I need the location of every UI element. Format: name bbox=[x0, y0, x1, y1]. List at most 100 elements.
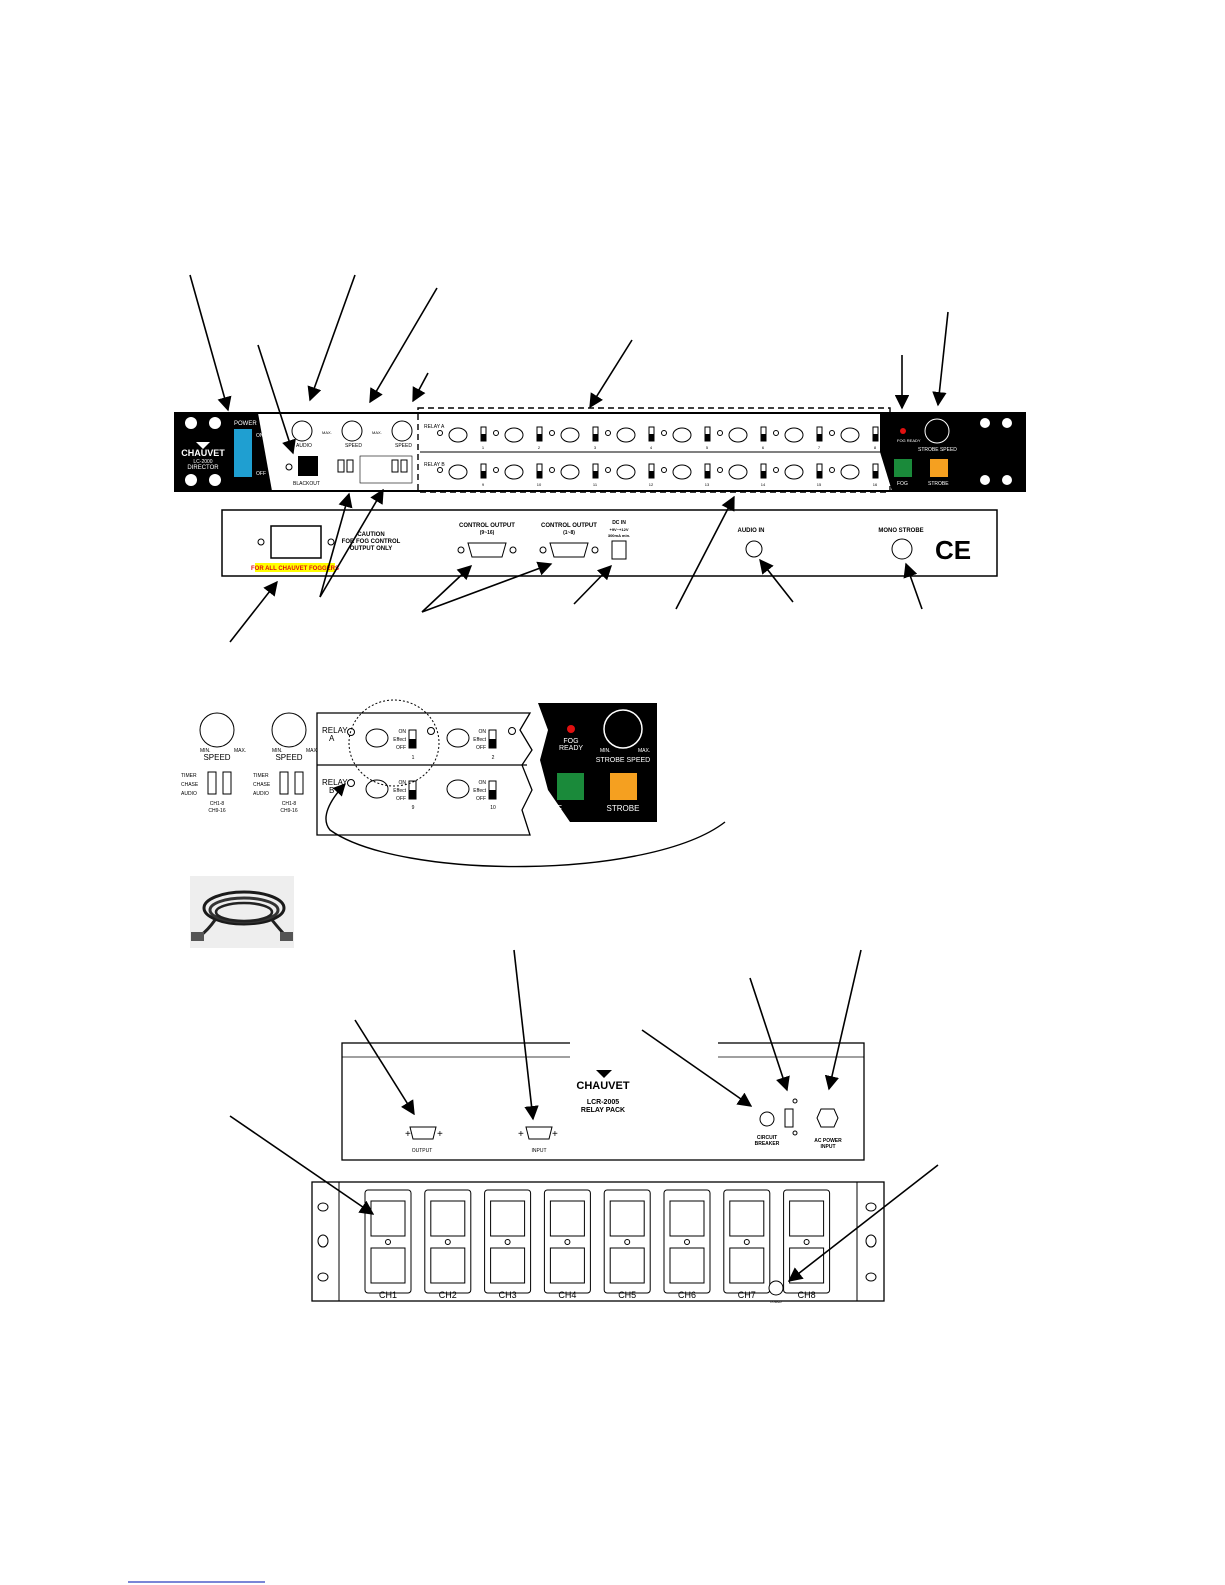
detail-highlight-circle bbox=[348, 699, 440, 787]
control-output-1-8-port[interactable] bbox=[549, 542, 589, 558]
detail-ch1-button[interactable] bbox=[365, 728, 389, 748]
control-output-9-16-port[interactable] bbox=[467, 542, 507, 558]
relay-channel-button[interactable] bbox=[616, 464, 636, 480]
relay-power-switch[interactable] bbox=[784, 1108, 794, 1128]
relay-outlet-top[interactable] bbox=[430, 1200, 466, 1237]
relay-outlet-bottom[interactable] bbox=[789, 1247, 825, 1284]
relay-channel-number: 13 bbox=[705, 482, 710, 487]
mono-strobe-jack[interactable] bbox=[891, 538, 913, 560]
ac-power-input[interactable] bbox=[816, 1108, 839, 1128]
relay-channel-button[interactable] bbox=[448, 464, 468, 480]
mode-switch[interactable] bbox=[337, 459, 345, 473]
speed-knob-2-label: SPEED bbox=[395, 443, 412, 449]
relay-outlet-bottom[interactable] bbox=[430, 1247, 466, 1284]
relay-channel-button[interactable] bbox=[616, 427, 636, 443]
detail-speed-knob-2[interactable] bbox=[271, 712, 307, 748]
rack-hole-icon bbox=[185, 474, 197, 486]
detail-relay-b-2: B bbox=[329, 786, 334, 795]
detail-zoom: MIN. MAX. SPEED MIN. MAX. SPEED TIMER CH… bbox=[181, 699, 726, 868]
relay-input-port[interactable] bbox=[525, 1126, 553, 1140]
strobe-speed-knob[interactable] bbox=[924, 418, 950, 444]
db9-connector-icon bbox=[280, 932, 293, 941]
speed-knob-1[interactable] bbox=[341, 420, 363, 442]
relay-channel-button[interactable] bbox=[560, 427, 580, 443]
detail-strobe-button[interactable] bbox=[610, 773, 637, 800]
detail-ch9-button[interactable] bbox=[365, 779, 389, 799]
relay-channel-button[interactable] bbox=[728, 464, 748, 480]
relay-switch-lever bbox=[817, 471, 822, 478]
blackout-button[interactable] bbox=[298, 456, 318, 476]
detail-timer-label: TIMER bbox=[253, 773, 269, 779]
relay-channel-button[interactable] bbox=[728, 427, 748, 443]
relay-led bbox=[493, 467, 499, 473]
relay-output-port[interactable] bbox=[409, 1126, 437, 1140]
relay-led bbox=[773, 467, 779, 473]
relay-pack-model: LCR-2005 bbox=[587, 1099, 619, 1106]
relay-pack-brand: CHAUVET bbox=[576, 1080, 629, 1092]
relay-channel-button[interactable] bbox=[560, 464, 580, 480]
relay-channel-button[interactable] bbox=[672, 427, 692, 443]
control-output-9-16-range: (9~16) bbox=[480, 530, 495, 536]
relay-channel-number: 9 bbox=[482, 482, 485, 487]
relay-outlet-bottom[interactable] bbox=[609, 1247, 645, 1284]
relay-switch-lever bbox=[593, 434, 598, 441]
detail-effect: Effect bbox=[473, 788, 486, 794]
detail-ch2-button[interactable] bbox=[446, 728, 470, 748]
detail-ch10-button[interactable] bbox=[446, 779, 470, 799]
relay-channel-button[interactable] bbox=[840, 464, 860, 480]
fog-button[interactable] bbox=[894, 459, 912, 477]
mode-switch[interactable] bbox=[346, 459, 354, 473]
detail-mode-switch[interactable] bbox=[207, 771, 217, 795]
relay-outlet-top[interactable] bbox=[490, 1200, 526, 1237]
strobe-label: STROBE bbox=[928, 481, 949, 487]
relay-channel-label: CH7 bbox=[738, 1290, 756, 1300]
relay-channel-button[interactable] bbox=[784, 464, 804, 480]
circuit-breaker[interactable] bbox=[759, 1111, 775, 1127]
detail-strobe-speed-knob[interactable] bbox=[603, 709, 643, 749]
detail-mode-switch[interactable] bbox=[222, 771, 232, 795]
relay-channel-button[interactable] bbox=[504, 427, 524, 443]
relay-outlet-bottom[interactable] bbox=[729, 1247, 765, 1284]
strobe-speed-label: STROBE SPEED bbox=[918, 447, 957, 453]
audio-knob[interactable] bbox=[291, 420, 313, 442]
detail-mode-switch[interactable] bbox=[294, 771, 304, 795]
dc-in-jack[interactable] bbox=[611, 540, 627, 560]
relay-channel-button[interactable] bbox=[448, 427, 468, 443]
strobe-button[interactable] bbox=[930, 459, 948, 477]
detail-fog-button[interactable] bbox=[557, 773, 584, 800]
mode-switch[interactable] bbox=[391, 459, 399, 473]
relay-channel-button[interactable] bbox=[504, 464, 524, 480]
fog-control-output[interactable] bbox=[270, 525, 322, 559]
detail-speed-knob-1[interactable] bbox=[199, 712, 235, 748]
audio-in-jack[interactable] bbox=[745, 540, 763, 558]
relay-channel-number: 6 bbox=[762, 445, 765, 450]
relay-outlet-bottom[interactable] bbox=[669, 1247, 705, 1284]
power-switch[interactable] bbox=[234, 429, 252, 477]
circuit-breaker-label-2: BREAKER bbox=[755, 1141, 780, 1147]
detail-on: ON bbox=[479, 729, 487, 735]
relay-channel-number: 10 bbox=[537, 482, 542, 487]
relay-channel-label: CH2 bbox=[439, 1290, 457, 1300]
relay-outlet-top[interactable] bbox=[370, 1200, 406, 1237]
chauvet-logo-icon bbox=[196, 442, 210, 449]
rack-hole-icon bbox=[209, 474, 221, 486]
relay-switch-lever bbox=[761, 471, 766, 478]
relay-outlet-top[interactable] bbox=[729, 1200, 765, 1237]
relay-channel-number: 4 bbox=[650, 445, 653, 450]
relay-outlet-top[interactable] bbox=[609, 1200, 645, 1237]
relay-outlet-bottom[interactable] bbox=[370, 1247, 406, 1284]
relay-channel-button[interactable] bbox=[784, 427, 804, 443]
relay-outlet-top[interactable] bbox=[789, 1200, 825, 1237]
relay-channel-button[interactable] bbox=[840, 427, 860, 443]
mode-switch[interactable] bbox=[400, 459, 408, 473]
relay-outlet-bottom[interactable] bbox=[549, 1247, 585, 1284]
relay-outlet-top[interactable] bbox=[669, 1200, 705, 1237]
relay-outlet-top[interactable] bbox=[549, 1200, 585, 1237]
fog-note: FOR ALL CHAUVET FOGGERS bbox=[251, 566, 339, 572]
speed-knob-2[interactable] bbox=[391, 420, 413, 442]
relay-channel-button[interactable] bbox=[672, 464, 692, 480]
detail-mode-switch[interactable] bbox=[279, 771, 289, 795]
audio-knob-label: AUDIO bbox=[296, 443, 312, 449]
relay-led bbox=[829, 430, 835, 436]
relay-outlet-bottom[interactable] bbox=[490, 1247, 526, 1284]
